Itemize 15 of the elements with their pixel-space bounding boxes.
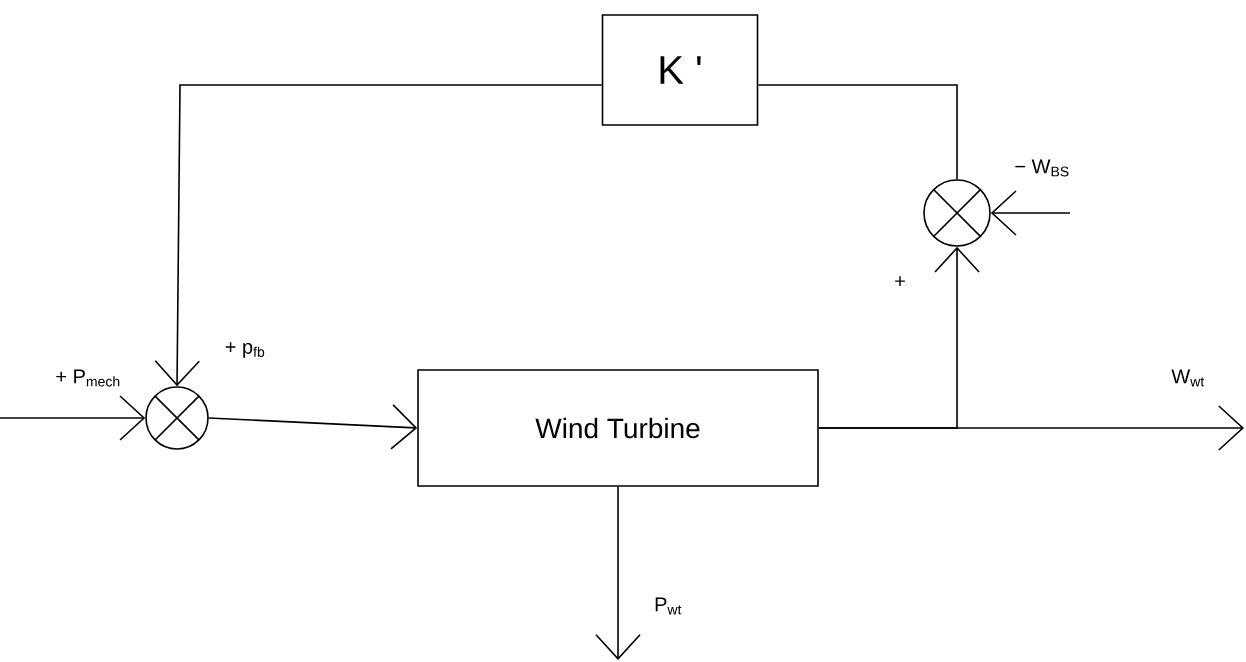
edge-label: + — [893, 275, 907, 289]
arrow — [0, 395, 146, 441]
edge-label: P$_{wt}$ — [653, 596, 683, 616]
edge-label: − W$_{BS}$ — [1013, 158, 1071, 178]
edge-label: + P$_{mech}$ — [54, 368, 122, 388]
edge-label: W$_{wt}$ — [1170, 368, 1206, 388]
arrow — [154, 84, 603, 387]
arrow — [595, 486, 641, 660]
summing-junction — [923, 179, 991, 247]
edge-label: + p$_{fb}$ — [223, 341, 267, 359]
block-box: K ' — [601, 14, 759, 126]
block-box: Wind Turbine — [417, 369, 819, 487]
arrow — [208, 404, 418, 450]
summing-junction — [145, 386, 209, 450]
arrow — [818, 405, 1244, 451]
